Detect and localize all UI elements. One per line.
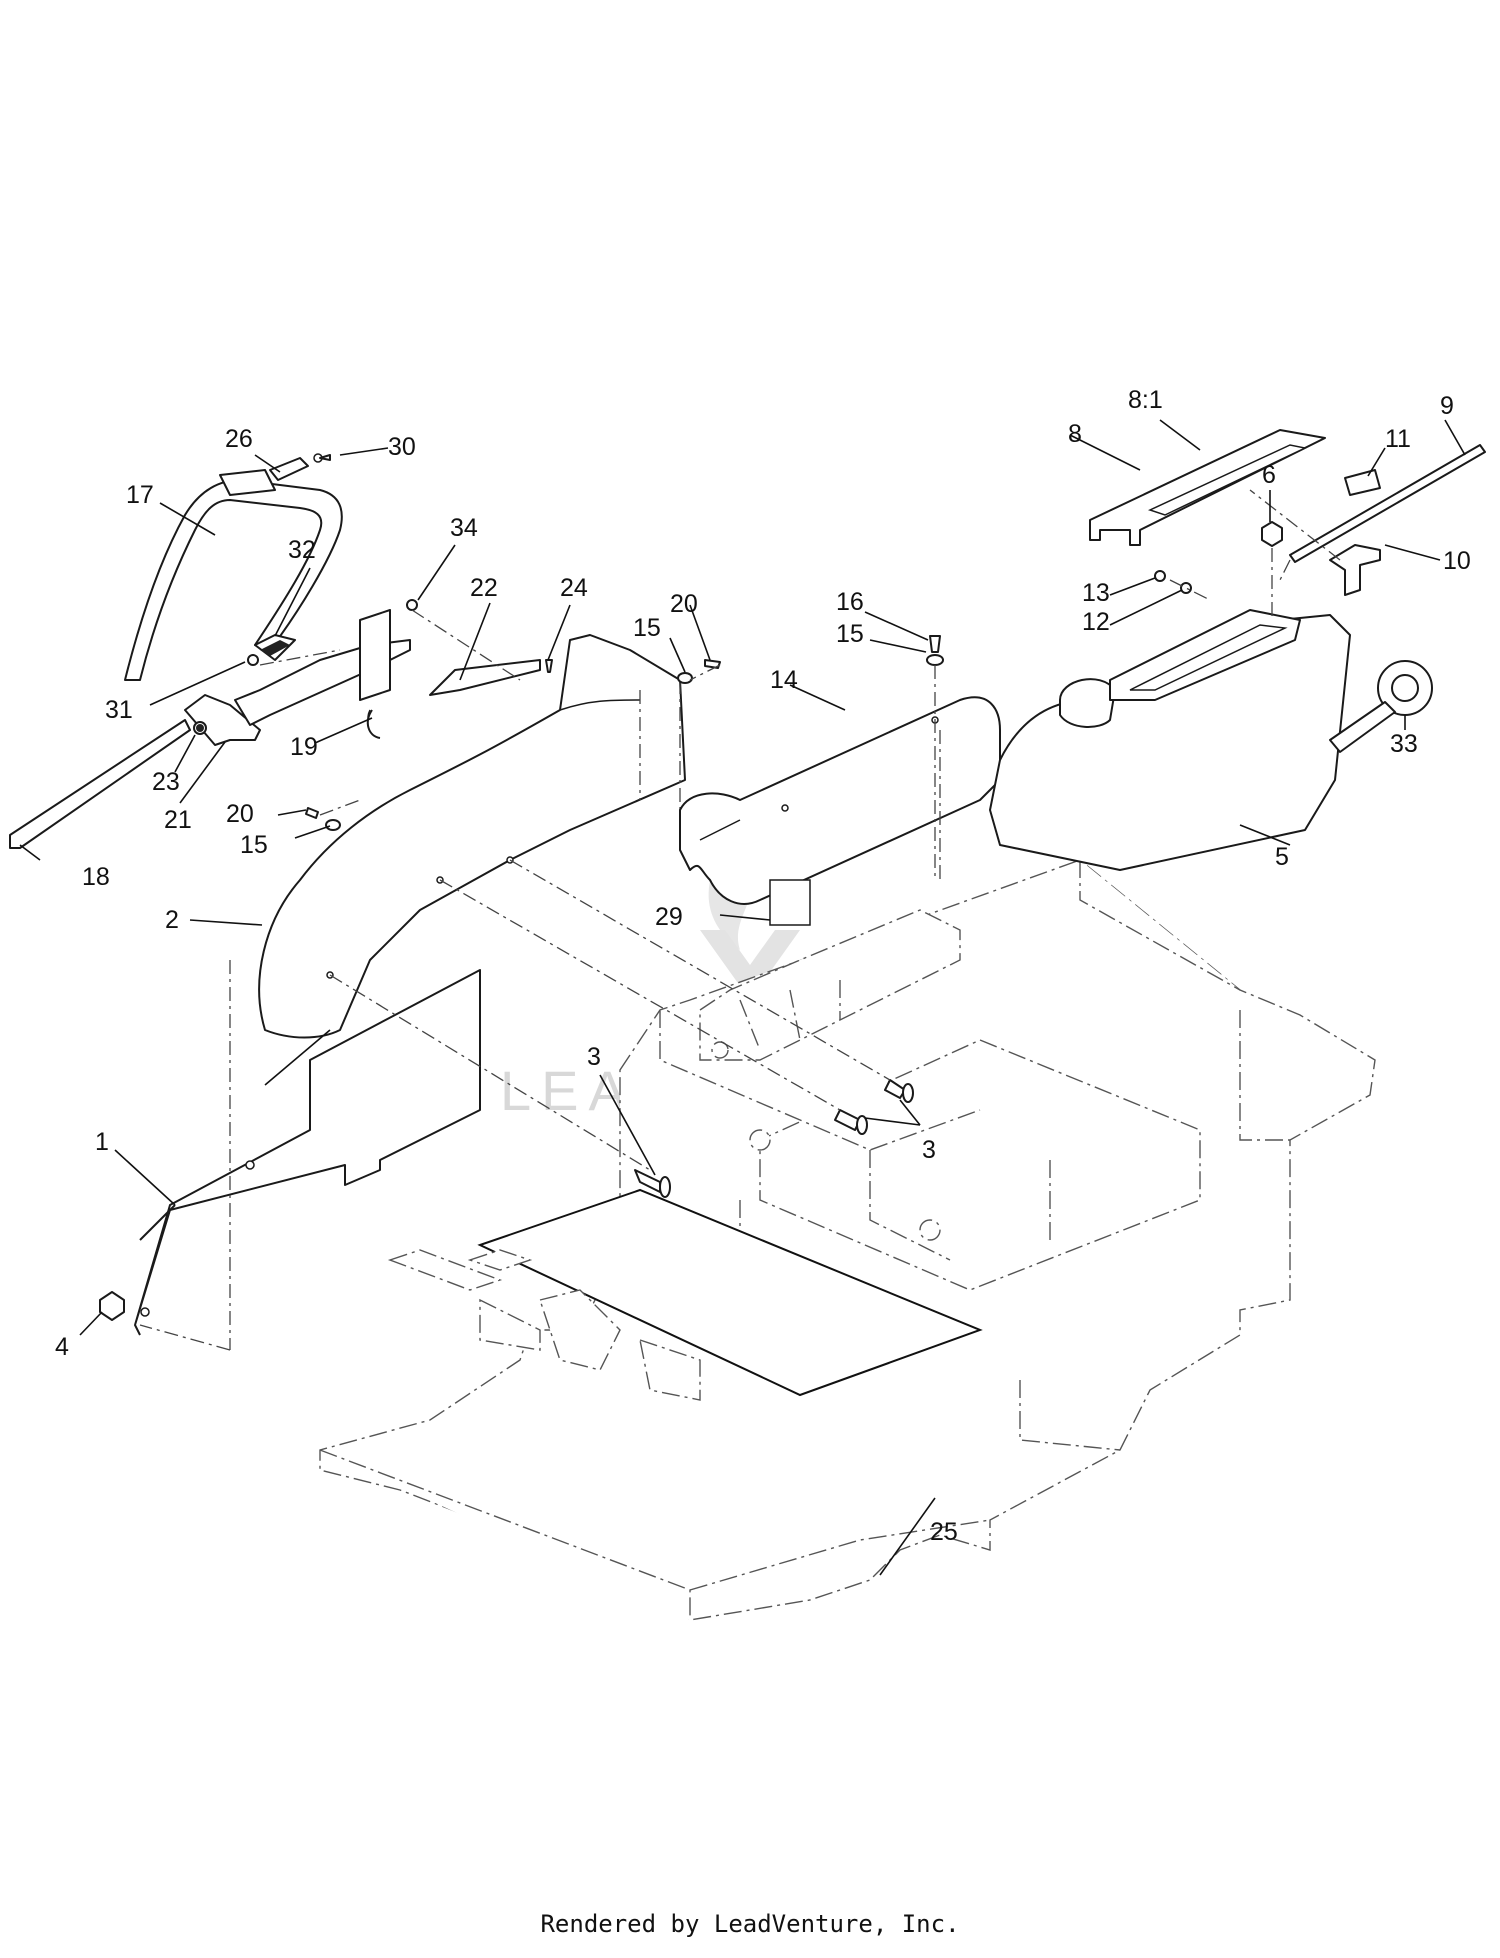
part-8-lid xyxy=(1089,429,1326,546)
callout-15-a: 15 xyxy=(633,614,661,642)
callout-31: 31 xyxy=(105,696,133,724)
ring-34 xyxy=(406,599,418,611)
callout-8: 8 xyxy=(1068,420,1082,448)
nut-4 xyxy=(99,1291,125,1321)
callout-18: 18 xyxy=(82,863,110,891)
callout-2: 2 xyxy=(165,906,179,934)
part-5-right-console xyxy=(989,609,1351,871)
callout-24: 24 xyxy=(560,574,588,602)
callout-5: 5 xyxy=(1275,843,1289,871)
part-18-rod xyxy=(9,719,191,849)
bolt-20-b xyxy=(305,807,319,819)
chassis-frame xyxy=(319,859,1376,1621)
pin-19 xyxy=(366,709,381,739)
callout-labels: 1 2 3 3 4 5 6 8 8:1 9 10 11 12 13 14 15 … xyxy=(55,386,1471,1546)
washer-15-b xyxy=(677,672,693,684)
part-22-bracket xyxy=(429,659,541,696)
bolt-16 xyxy=(929,635,941,653)
bolt-3-a xyxy=(634,1169,671,1198)
callout-3-b: 3 xyxy=(922,1136,936,1164)
seat-mount-bracket xyxy=(699,909,961,1241)
nut-6 xyxy=(1261,521,1283,547)
part-21-latch xyxy=(184,694,261,746)
callout-22: 22 xyxy=(470,574,498,602)
callout-20-a: 20 xyxy=(670,590,698,618)
bolt-13 xyxy=(1154,570,1166,582)
washer-31 xyxy=(247,654,259,666)
part-10-bracket xyxy=(1329,544,1381,596)
callout-16: 16 xyxy=(836,588,864,616)
callout-19: 19 xyxy=(290,733,318,761)
part-1-side-panel xyxy=(134,960,481,1351)
bolt-3-b xyxy=(834,1109,868,1135)
screw-24 xyxy=(545,659,553,673)
part-19-plate xyxy=(234,609,411,736)
callout-12: 12 xyxy=(1082,608,1110,636)
part-33-wrench xyxy=(1329,660,1433,753)
washer-15-c xyxy=(325,819,341,831)
callout-15-b: 15 xyxy=(836,620,864,648)
hardware xyxy=(99,454,1283,1321)
callout-17: 17 xyxy=(126,481,154,509)
callout-32: 32 xyxy=(288,536,316,564)
callout-4: 4 xyxy=(55,1333,69,1361)
callout-34: 34 xyxy=(450,514,478,542)
callout-8-1: 8:1 xyxy=(1128,386,1163,414)
nut-23 xyxy=(196,724,204,732)
part-25-floor-mat xyxy=(477,1188,983,1397)
washer-15-a xyxy=(926,654,944,666)
callout-20-b: 20 xyxy=(226,800,254,828)
footer-credit: Rendered by LeadVenture, Inc. xyxy=(540,1910,960,1938)
callout-13: 13 xyxy=(1082,579,1110,607)
part-17-handle xyxy=(124,469,343,681)
callout-10: 10 xyxy=(1443,547,1471,575)
callout-9: 9 xyxy=(1440,392,1454,420)
callout-29: 29 xyxy=(655,903,683,931)
callout-33: 33 xyxy=(1390,730,1418,758)
foot-platform-details xyxy=(387,1249,701,1401)
callout-3-a: 3 xyxy=(587,1043,601,1071)
callout-21: 21 xyxy=(164,806,192,834)
part-11-clip xyxy=(1344,469,1381,496)
callout-1: 1 xyxy=(95,1128,109,1156)
assembly-lines xyxy=(259,489,1341,1171)
part-9-rod xyxy=(1289,444,1486,563)
callout-26: 26 xyxy=(225,425,253,453)
callout-11: 11 xyxy=(1385,425,1411,453)
part-14-center-cover xyxy=(679,696,1001,905)
bolt-20-a xyxy=(704,659,721,669)
callout-6: 6 xyxy=(1262,461,1276,489)
part-32-latch-block xyxy=(254,634,296,661)
bolt-3-c xyxy=(884,1079,914,1103)
leaders xyxy=(19,419,1466,1576)
callout-14: 14 xyxy=(770,666,798,694)
part-2-left-fender xyxy=(258,634,686,1039)
callout-15-c: 15 xyxy=(240,831,268,859)
washer-12 xyxy=(1180,582,1192,594)
callout-23: 23 xyxy=(152,768,180,796)
part-29-decal xyxy=(769,879,811,926)
callout-30: 30 xyxy=(388,433,416,461)
part-26-clip xyxy=(269,453,323,481)
callout-25: 25 xyxy=(930,1518,958,1546)
screw-30 xyxy=(319,454,331,461)
